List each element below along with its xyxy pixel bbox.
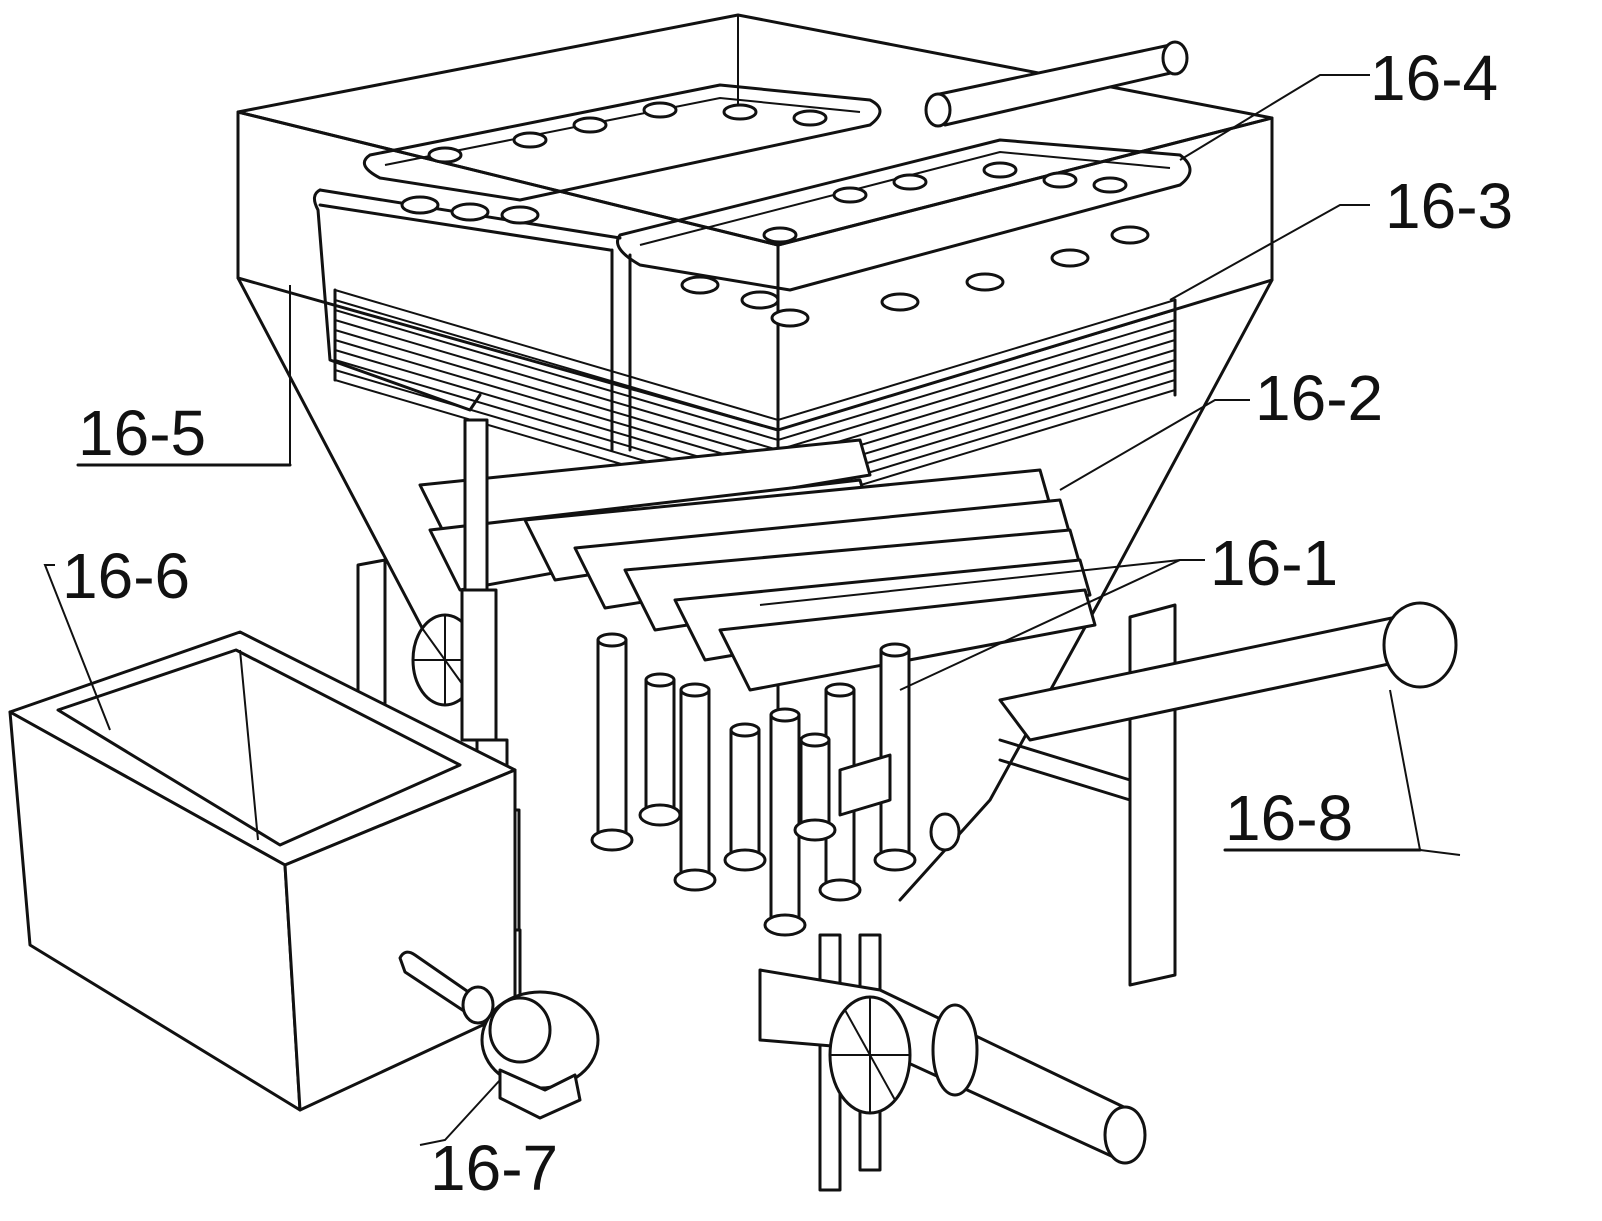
settling-tube	[799, 738, 831, 832]
tube-end	[818, 878, 862, 902]
label-16-5: 16-5	[78, 397, 206, 469]
tube-end	[873, 848, 917, 872]
tube-top	[644, 672, 676, 688]
tube-end	[793, 818, 837, 842]
filter-plate	[334, 289, 1176, 422]
tube-end	[673, 868, 717, 892]
settling-tube	[769, 713, 801, 927]
leader-lines	[43, 74, 1461, 1146]
tube-end	[590, 828, 634, 852]
label-16-6: 16-6	[62, 540, 190, 612]
tube-top	[679, 682, 711, 698]
inclined-plate	[718, 588, 1097, 692]
tube-end	[723, 848, 767, 872]
label-16-7: 16-7	[430, 1132, 558, 1204]
label-16-8: 16-8	[1225, 782, 1353, 854]
settling-tube	[596, 638, 628, 842]
filter-plate	[334, 329, 1176, 462]
label-16-3: 16-3	[1385, 170, 1513, 242]
settling-tube	[729, 728, 761, 862]
tube-top	[596, 632, 628, 648]
label-16-1: 16-1	[1210, 527, 1338, 599]
filter-plate	[334, 299, 1176, 432]
tube-top	[824, 682, 856, 698]
tube-top	[769, 707, 801, 723]
settling-tube	[679, 688, 711, 882]
inlet-pipe-top	[924, 40, 1189, 128]
callout-labels: 16-4 16-3 16-2 16-1 16-8 16-5 16-6 16-7	[62, 42, 1513, 1204]
spray-manifold	[313, 83, 1192, 452]
label-16-4: 16-4	[1370, 42, 1498, 114]
label-16-2: 16-2	[1255, 362, 1383, 434]
tube-top	[879, 642, 911, 658]
nozzle-group	[400, 101, 1150, 328]
settling-tube	[644, 678, 676, 817]
water-tank	[8, 630, 517, 1112]
inclined-plates	[418, 438, 1097, 692]
filter-plate	[334, 309, 1176, 442]
tube-top	[729, 722, 761, 738]
tube-end	[763, 913, 807, 937]
outlet-pipe	[758, 753, 1147, 1192]
tube-end	[638, 803, 682, 827]
pump	[398, 950, 600, 1120]
tube-top	[799, 732, 831, 748]
inlet-pipe-right	[998, 601, 1458, 742]
